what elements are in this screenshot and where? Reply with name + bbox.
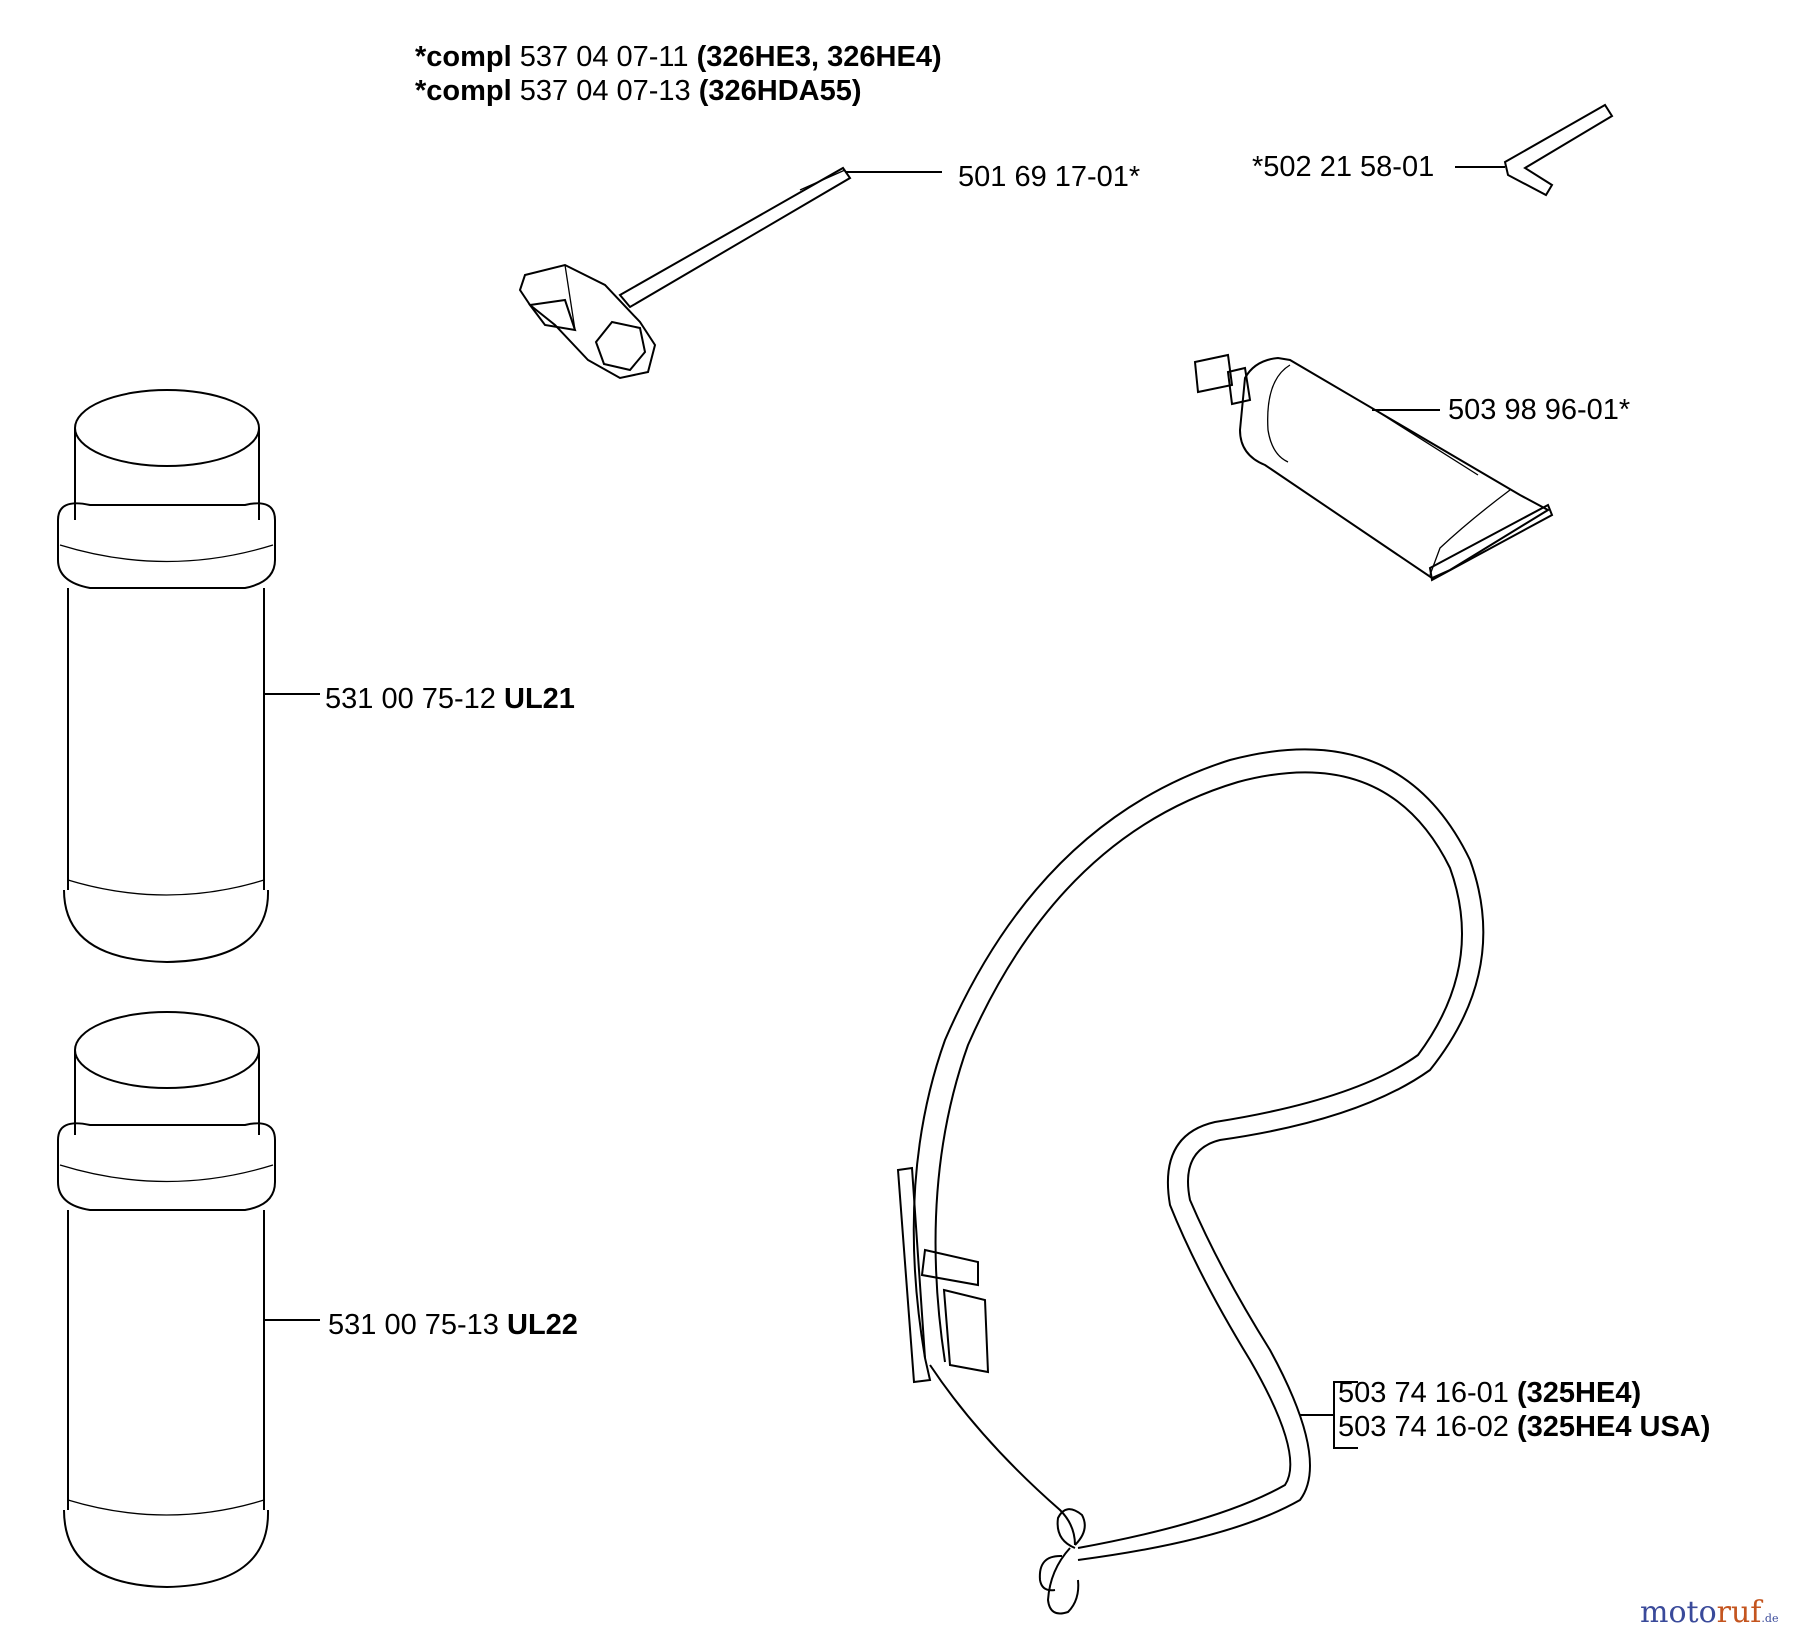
kit-header-2-number: 537 04 07-13 xyxy=(519,75,691,107)
spray-can-1-label: 531 00 75-12 UL21 xyxy=(325,682,575,716)
hex-key-icon xyxy=(1503,103,1614,197)
harness-variant-1: 503 74 16-01 (325HE4) xyxy=(1338,1376,1641,1410)
spray-can-1-code: UL21 xyxy=(504,683,575,715)
kit-header-line-1: *compl 537 04 07-11 (326HE3, 326HE4) xyxy=(415,40,942,74)
watermark-logo: motoruf.de xyxy=(1640,1595,1778,1630)
watermark-part-a: moto xyxy=(1640,1595,1717,1630)
wrench-part-number: 501 69 17-01* xyxy=(958,161,1141,193)
harness-variant-1-number: 503 74 16-01 xyxy=(1338,1377,1509,1409)
spray-can-2-icon xyxy=(57,1011,276,1589)
harness-bracket xyxy=(1300,1381,1358,1449)
watermark-suffix: .de xyxy=(1761,1612,1779,1625)
watermark-part-b: ruf xyxy=(1716,1595,1762,1630)
spray-can-2-code: UL22 xyxy=(507,1309,578,1341)
harness-variant-2-number: 503 74 16-02 xyxy=(1338,1411,1509,1443)
hex-key-part-number: *502 21 58-01 xyxy=(1252,151,1435,183)
spark-plug-wrench-icon xyxy=(518,166,852,380)
grease-tube-icon xyxy=(1193,353,1554,582)
kit-header-1-prefix: *compl xyxy=(415,41,512,73)
harness-strap-icon xyxy=(896,748,1485,1615)
kit-header-2-models: (326HDA55) xyxy=(698,75,862,107)
kit-header-2-prefix: *compl xyxy=(415,75,512,107)
grease-tube-part-number: 503 98 96-01* xyxy=(1448,394,1631,426)
spray-can-1-icon xyxy=(57,389,276,964)
spray-can-2-label: 531 00 75-13 UL22 xyxy=(328,1308,578,1342)
kit-header-1-number: 537 04 07-11 xyxy=(519,41,689,73)
spray-can-1-number: 531 00 75-12 xyxy=(325,683,496,715)
kit-header-line-2: *compl 537 04 07-13 (326HDA55) xyxy=(415,74,862,108)
harness-variant-2-models: (325HE4 USA) xyxy=(1517,1411,1711,1443)
harness-variant-2: 503 74 16-02 (325HE4 USA) xyxy=(1338,1410,1710,1444)
harness-variant-1-models: (325HE4) xyxy=(1517,1377,1642,1409)
kit-header-1-models: (326HE3, 326HE4) xyxy=(696,41,942,73)
spray-can-2-number: 531 00 75-13 xyxy=(328,1309,499,1341)
